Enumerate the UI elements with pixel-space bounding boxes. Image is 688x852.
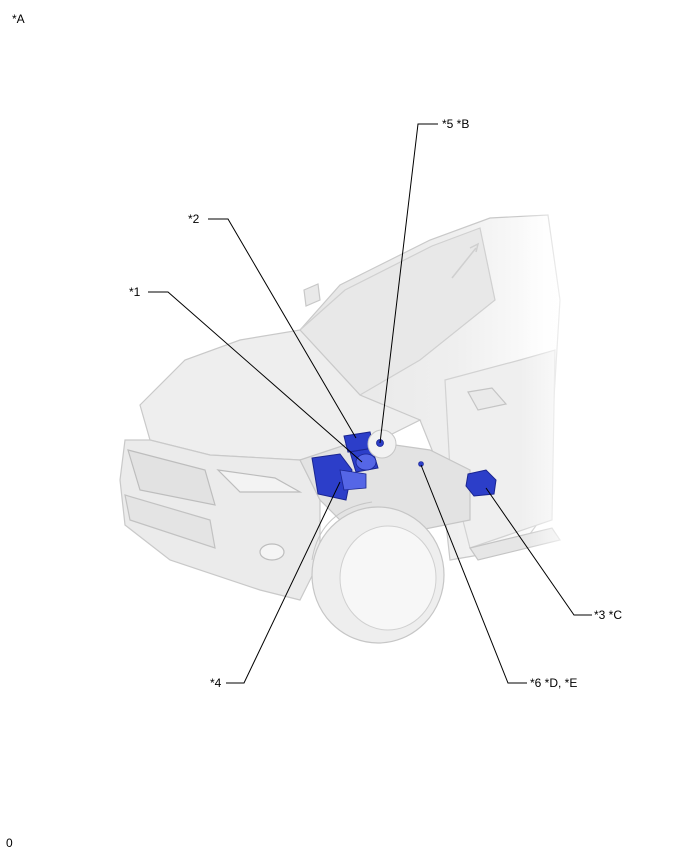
callout-1: *1 (129, 285, 141, 299)
leader-2 (208, 218, 357, 439)
callout-4: *4 (210, 676, 222, 690)
leader-5 (379, 123, 438, 444)
component-4 (311, 453, 367, 501)
callout-2: *2 (188, 212, 200, 226)
callout-6: *6 *D, *E (530, 676, 578, 690)
component-6 (418, 461, 424, 467)
component-3 (465, 469, 497, 497)
windshield-detail (451, 247, 477, 279)
figure-label: *A (12, 12, 25, 26)
leader-6 (420, 464, 527, 684)
leader-1 (148, 291, 363, 463)
component-5 (367, 429, 397, 459)
corner-code: 0 (6, 836, 13, 850)
front-wheel (311, 501, 445, 644)
leader-3 (485, 487, 592, 616)
leader-lines (148, 123, 592, 684)
leader-4 (226, 481, 341, 684)
callout-5: *5 *B (442, 117, 470, 131)
callout-3: *3 *C (594, 608, 623, 622)
